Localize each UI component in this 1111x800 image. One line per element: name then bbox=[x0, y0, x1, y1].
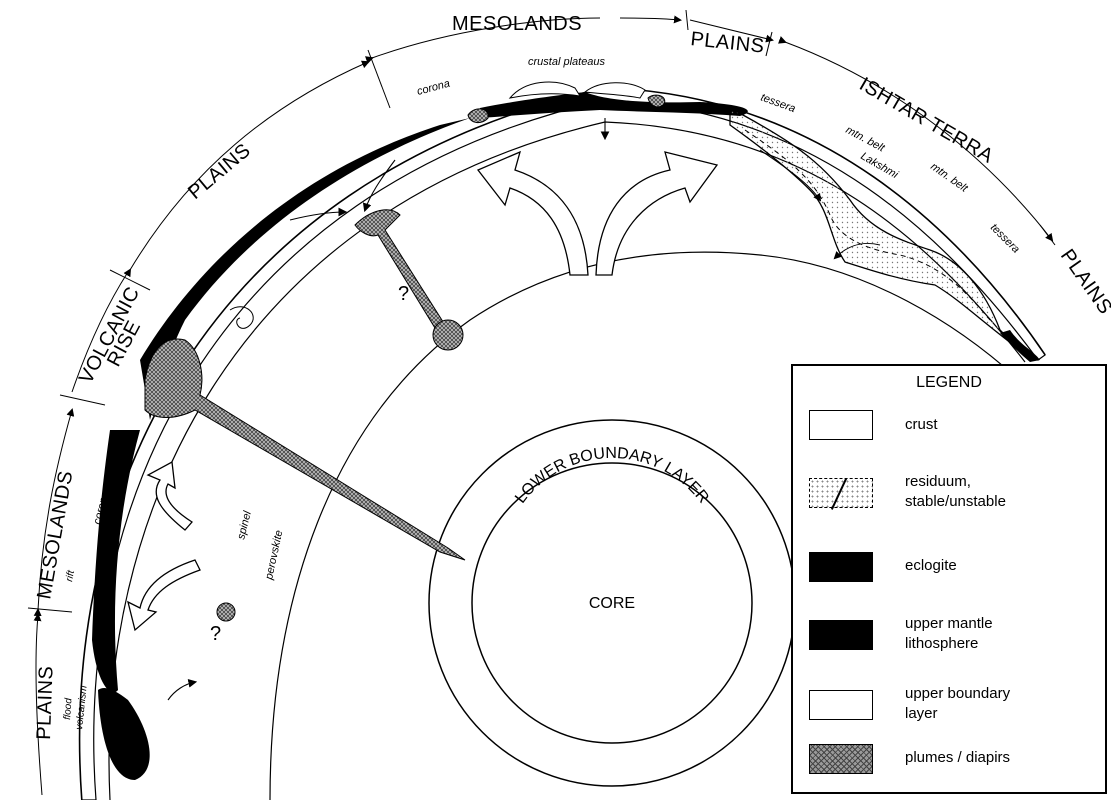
residuum-swatch bbox=[809, 478, 873, 508]
label-ishtar-terra: ISHTAR TERRA bbox=[856, 73, 998, 168]
legend-item-crust: crust bbox=[809, 402, 1099, 450]
legend-label-lithosphere: upper mantle bbox=[905, 614, 993, 634]
convection-arrow-lower-left-2 bbox=[128, 560, 200, 630]
plume-head-upper bbox=[433, 320, 463, 350]
legend-label-plumes: plumes / diapirs bbox=[905, 748, 1010, 768]
legend-item-upper-boundary-layer: upper boundary layer bbox=[809, 682, 1099, 730]
legend-label-lithosphere-2: lithosphere bbox=[905, 634, 993, 654]
legend-item-lithosphere: upper mantle lithosphere bbox=[809, 612, 1099, 660]
legend-label-upper-boundary-2: layer bbox=[905, 704, 1010, 724]
lithosphere-swatch bbox=[809, 620, 873, 650]
legend-item-residuum: residuum, stable/unstable bbox=[809, 470, 1099, 518]
legend-box: LEGEND crust residuum, stable/unstable e… bbox=[791, 364, 1107, 794]
label-tessera-right: tessera bbox=[988, 222, 1022, 256]
legend-item-lithosphere-text: upper mantle lithosphere bbox=[905, 614, 993, 654]
label-mesolands-top: MESOLANDS bbox=[452, 13, 582, 35]
bracket-mesolands-top-r bbox=[620, 18, 680, 20]
legend-item-plumes-text: plumes / diapirs bbox=[905, 748, 1010, 768]
diapir-small bbox=[217, 603, 235, 621]
label-perovskite: perovskite bbox=[263, 529, 285, 582]
convection-arrow-lower-left-1 bbox=[148, 462, 192, 530]
legend-label-residuum: residuum, bbox=[905, 472, 1006, 492]
label-spinel: spinel bbox=[235, 509, 254, 540]
label-plains-top: PLAINS bbox=[689, 28, 765, 58]
label-crustal-plateaus: crustal plateaus bbox=[528, 56, 606, 68]
label-question-1: ? bbox=[398, 283, 410, 305]
plume-upper bbox=[355, 210, 445, 328]
legend-title: LEGEND bbox=[793, 374, 1105, 392]
legend-item-plumes: plumes / diapirs bbox=[809, 736, 1099, 784]
legend-item-eclogite-text: eclogite bbox=[905, 556, 957, 576]
diapir-top-1 bbox=[468, 109, 488, 123]
convection-arrow-right bbox=[596, 152, 717, 275]
legend-label-residuum-2: stable/unstable bbox=[905, 492, 1006, 512]
crustal-plateaus bbox=[510, 82, 645, 98]
label-flood: flood bbox=[62, 697, 75, 720]
legend-item-upper-boundary-layer-text: upper boundary layer bbox=[905, 684, 1010, 724]
legend-item-eclogite: eclogite bbox=[809, 544, 1099, 592]
legend-item-residuum-text: residuum, stable/unstable bbox=[905, 472, 1006, 512]
legend-item-crust-text: crust bbox=[905, 415, 938, 435]
label-plains-upper-left: PLAINS bbox=[184, 139, 255, 204]
legend-label-upper-boundary: upper boundary bbox=[905, 684, 1010, 704]
legend-label-eclogite: eclogite bbox=[905, 556, 957, 576]
tick-1 bbox=[368, 50, 390, 108]
tick-6 bbox=[60, 395, 105, 405]
eclogite-swatch bbox=[809, 552, 873, 582]
flow-arrow-4 bbox=[168, 682, 195, 700]
label-core: CORE bbox=[589, 595, 635, 612]
label-corona-top: corona bbox=[416, 78, 452, 98]
label-plains-right: PLAINS bbox=[1056, 245, 1111, 318]
upper-boundary-layer-swatch bbox=[809, 690, 873, 720]
label-question-2: ? bbox=[210, 623, 222, 645]
label-plains-bottom-left: PLAINS bbox=[33, 665, 58, 740]
tick-7 bbox=[28, 608, 72, 612]
tick-4 bbox=[1040, 225, 1055, 245]
eclogite-body-bottom-left bbox=[98, 688, 150, 780]
convection-arrow-left bbox=[478, 152, 588, 275]
plume-volcanic-rise bbox=[145, 339, 465, 560]
tick-3 bbox=[766, 32, 772, 56]
legend-label-crust: crust bbox=[905, 415, 938, 435]
label-rift: rift bbox=[64, 568, 77, 582]
crust-swatch bbox=[809, 410, 873, 440]
label-tessera-left: tessera bbox=[759, 92, 797, 116]
tick-2 bbox=[686, 10, 688, 30]
label-mtn-belt-2: mtn. belt bbox=[928, 161, 970, 196]
plumes-swatch bbox=[809, 744, 873, 774]
